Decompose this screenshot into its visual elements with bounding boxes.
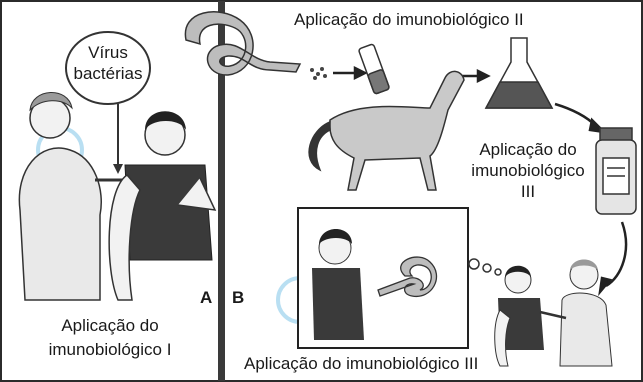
horse bbox=[308, 70, 465, 191]
top-caption: Aplicação do imunobiológico II bbox=[294, 10, 524, 29]
snake-top bbox=[184, 11, 302, 76]
test-tube bbox=[358, 43, 390, 95]
panel-divider bbox=[218, 1, 225, 381]
bubble-line-2: bactérias bbox=[73, 64, 143, 83]
panel-a-caption-line-1: Aplicação do bbox=[61, 316, 159, 335]
right-caption-line-2: imunobiológico bbox=[471, 161, 585, 180]
thought-bubbles bbox=[468, 258, 502, 276]
panel-b-letter: B bbox=[232, 288, 245, 307]
bubble-line-1: Vírus bbox=[88, 43, 128, 62]
flask bbox=[484, 37, 554, 109]
patient-a-figure bbox=[108, 111, 217, 301]
nurse-b-figure bbox=[539, 259, 613, 367]
bottom-caption: Aplicação do imunobiológico III bbox=[244, 354, 479, 373]
panel-a-caption-line-2: imunobiológico I bbox=[48, 340, 172, 359]
process-arrows bbox=[333, 65, 628, 297]
right-caption-line-1: Aplicação do bbox=[479, 140, 577, 159]
inset-snake bbox=[377, 256, 438, 297]
patient-b-figure bbox=[494, 265, 544, 367]
speech-bubble bbox=[65, 31, 151, 105]
right-caption-line-3: III bbox=[520, 182, 536, 201]
panel-a-letter: A bbox=[200, 288, 213, 307]
inset-patient bbox=[312, 229, 364, 340]
medicine-bottle bbox=[595, 127, 637, 215]
nurse-a-figure bbox=[18, 92, 125, 301]
venom-dots bbox=[310, 67, 327, 80]
